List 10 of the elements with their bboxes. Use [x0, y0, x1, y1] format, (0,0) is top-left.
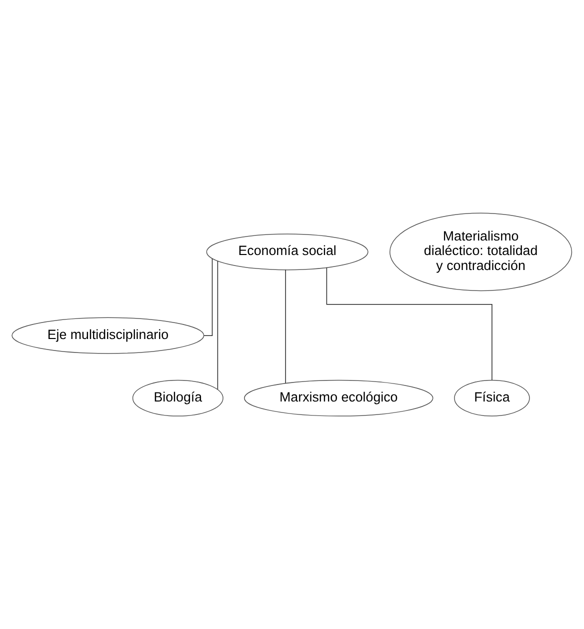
connector — [326, 267, 492, 380]
connector — [285, 269, 286, 384]
connector — [217, 260, 218, 390]
connector — [204, 258, 213, 336]
node-ellipse: Economía social — [206, 234, 368, 270]
node-ellipse: Eje multidisciplinario — [12, 317, 204, 354]
node-ellipse: Biología — [132, 380, 224, 416]
node-ellipse: Marxismo ecológico — [244, 380, 434, 416]
node-ellipse: Física — [454, 380, 530, 416]
node-ellipse: Materialismo dialéctico: totalidad y contradicción — [390, 212, 572, 292]
